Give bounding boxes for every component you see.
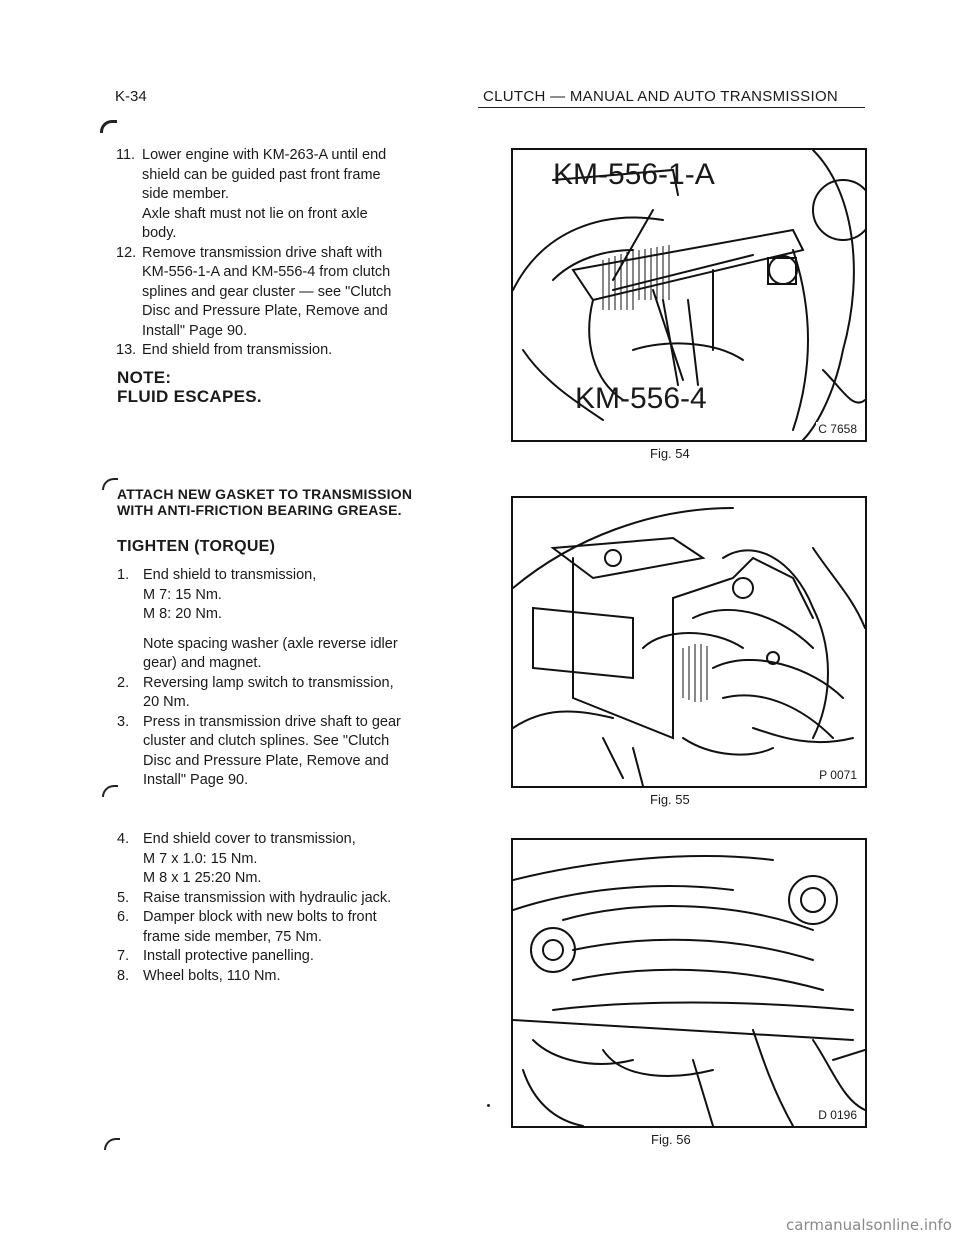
figure-56-illustration: D 0196 [511, 838, 867, 1128]
tighten-step-5: 5. Raise transmission with hydraulic jac… [117, 889, 392, 906]
page-number: K-34 [115, 88, 147, 105]
margin-bracket [102, 785, 118, 797]
tool-label-km-556-1-a: KM-556-1-A [553, 158, 715, 191]
tighten-heading: TIGHTEN (TORQUE) [117, 538, 276, 555]
tighten-step-7: 7. Install protective panelling. [117, 948, 314, 964]
tighten-step-3: 3. Press in transmission drive shaft to … [117, 713, 401, 789]
step-11: 11. Lower engine with KM-263-A until end… [116, 147, 387, 241]
tighten-step-8: 8. Wheel bolts, 110 Nm. [117, 967, 281, 984]
note-text: FLUID ESCAPES. [117, 387, 262, 406]
step-12: 12. Remove transmission drive shaft with… [116, 244, 392, 339]
clutch-puller-drawing [513, 150, 865, 440]
tighten-step-2: 2. Reversing lamp switch to transmission… [117, 674, 394, 711]
tighten-steps-a: 1. End shield to transmission, M 7: 15 N… [117, 566, 467, 791]
figure-caption: Fig. 54 [650, 446, 690, 461]
margin-bracket [102, 478, 118, 490]
tighten-step-4: 4. End shield cover to transmission, M 7… [117, 831, 356, 886]
tighten-step-1: 1. End shield to transmission, M 7: 15 N… [117, 567, 398, 671]
tool-label-km-556-4: KM-556-4 [575, 382, 707, 415]
gasket-instruction: ATTACH NEW GASKET TO TRANSMISSION WITH A… [117, 486, 413, 518]
watermark: carmanualsonline.info [786, 1216, 952, 1234]
figure-code: C 7658 [816, 422, 859, 436]
tighten-steps-b: 4. End shield cover to transmission, M 7… [117, 830, 467, 986]
removal-steps: 11. Lower engine with KM-263-A until end… [116, 146, 466, 361]
section-title: CLUTCH — MANUAL AND AUTO TRANSMISSION [483, 88, 839, 105]
figure-caption: Fig. 56 [651, 1132, 691, 1147]
note-title: NOTE: [117, 368, 172, 387]
figure-code: P 0071 [817, 768, 859, 782]
margin-bracket [104, 1138, 120, 1150]
note-block: NOTE: FLUID ESCAPES. [117, 368, 262, 406]
stray-mark [487, 1104, 490, 1107]
figure-54-illustration: KM-556-1-A KM-556-4 C 7658 [511, 148, 867, 442]
step-13: 13. End shield from transmission. [116, 342, 333, 358]
damper-block-drawing [513, 855, 865, 1126]
margin-bracket [100, 120, 117, 133]
transmission-assembly-drawing [513, 507, 865, 786]
tighten-step-6: 6. Damper block with new bolts to front … [117, 909, 377, 945]
figure-caption: Fig. 55 [650, 792, 690, 807]
header-divider [478, 107, 865, 108]
figure-55-illustration: P 0071 [511, 496, 867, 788]
figure-code: D 0196 [816, 1108, 859, 1122]
